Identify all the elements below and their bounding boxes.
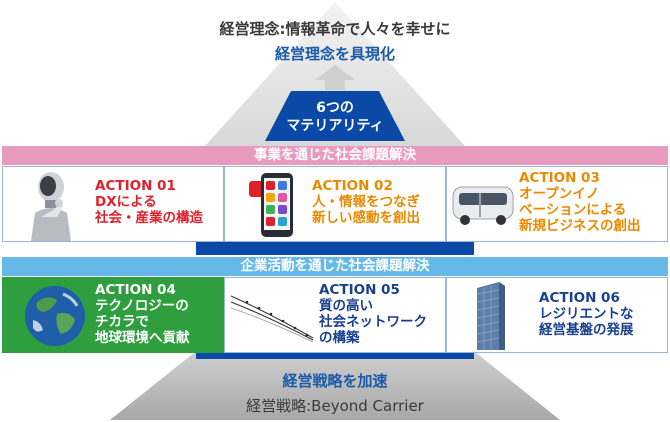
action-06-id: ACTION 06: [539, 290, 620, 306]
action-card-04[interactable]: ACTION 04 テクノロジーの チカラで 地球環境へ貢献: [2, 277, 224, 353]
strategy-text: 経営戦略を加速: [282, 372, 388, 390]
action-card-02[interactable]: ACTION 02 人・情報をつなぎ 新しい感動を創出: [224, 166, 446, 242]
action-05-line-1: 質の高い: [319, 298, 373, 314]
corporate-band: 企業活動を通じた社会課題解決: [2, 257, 668, 276]
action-04-line-1: テクノロジーの: [95, 298, 189, 314]
power-lines-image: [230, 295, 314, 342]
philosophy-text: 経営理念:情報革命で人々を幸せに: [219, 20, 451, 38]
action-03-id: ACTION 03: [519, 170, 600, 186]
smartphone-apps-image: [249, 173, 293, 237]
autonomous-bus-image: [452, 186, 514, 225]
robot-thinker-image: [31, 172, 71, 241]
action-02-line-2: 新しい感動を創出: [312, 210, 420, 226]
pyramid-base-shape: [110, 352, 560, 420]
action-06-line-2: 経営基盤の発展: [539, 322, 634, 338]
action-01-id: ACTION 01: [95, 178, 176, 194]
action-01-line-2: 社会・産業の構造: [95, 210, 203, 226]
action-05-id: ACTION 05: [319, 282, 400, 298]
action-03-line-3: 新規ビジネスの創出: [519, 218, 641, 234]
up-arrow-icon: [315, 65, 355, 90]
action-02-id: ACTION 02: [312, 178, 393, 194]
action-04-id: ACTION 04: [95, 282, 176, 298]
action-02-line-1: 人・情報をつなぎ: [312, 194, 420, 210]
connector-bar: [196, 241, 474, 255]
action-card-06[interactable]: ACTION 06 レジリエントな 経営基盤の発展: [446, 277, 668, 353]
action-04-line-3: 地球環境へ貢献: [95, 330, 190, 346]
action-03-line-2: ベーションによる: [519, 202, 627, 218]
business-band: 事業を通じた社会課題解決: [2, 146, 668, 165]
materiality-label: 6つの マテリアリティ: [0, 99, 670, 135]
strategy-sub-text: 経営戦略:Beyond Carrier: [246, 397, 424, 415]
action-06-line-1: レジリエントな: [539, 306, 634, 322]
action-card-03[interactable]: ACTION 03 オープンイノ ベーションによる 新規ビジネスの創出: [446, 166, 668, 242]
strategy-box: [196, 353, 474, 359]
action-card-01[interactable]: ACTION 01 DXによる 社会・産業の構造: [2, 166, 224, 242]
action-04-line-2: チカラで: [95, 314, 149, 330]
skyscraper-image: [476, 282, 505, 350]
realize-philosophy-text: 経営理念を具現化: [274, 45, 395, 63]
action-05-line-2: 社会ネットワーク: [319, 314, 427, 330]
action-05-line-3: の構築: [319, 330, 360, 346]
action-card-05[interactable]: ACTION 05 質の高い 社会ネットワーク の構築: [224, 277, 446, 353]
action-01-line-1: DXによる: [95, 194, 157, 210]
materiality-shape: [265, 91, 405, 141]
materiality-line-2: マテリアリティ: [286, 118, 384, 134]
earth-globe-image: [25, 286, 85, 346]
action-03-line-1: オープンイノ: [519, 186, 600, 202]
materiality-line-1: 6つの: [316, 100, 354, 116]
